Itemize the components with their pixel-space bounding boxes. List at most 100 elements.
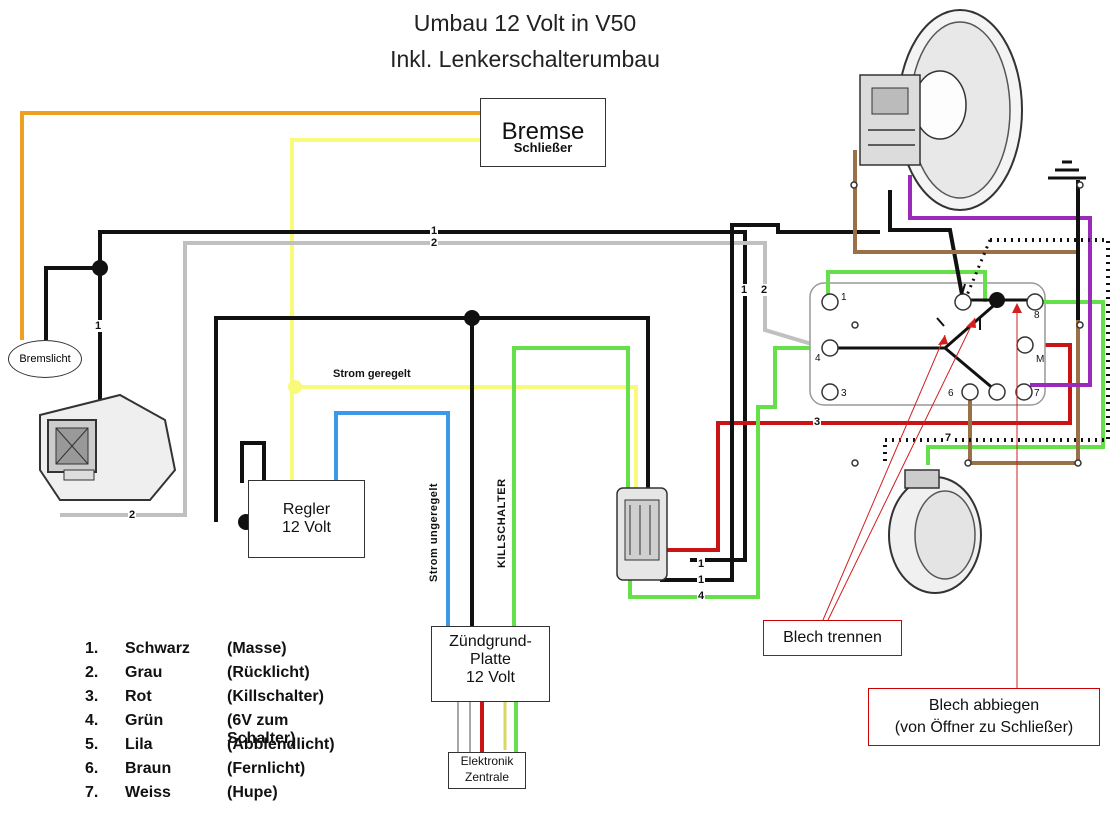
- terminal-3: [821, 383, 839, 401]
- legend-color: Grün: [125, 712, 164, 729]
- yellow-junction: [288, 380, 302, 394]
- elektronik-zentrale-box: Elektronik Zentrale: [448, 752, 526, 789]
- switch-arm-b: [944, 346, 996, 392]
- connector-illustration: [616, 487, 668, 581]
- killschalter-label: KILLSCHALTER: [496, 478, 508, 568]
- regler-box: Regler 12 Volt: [248, 480, 365, 558]
- orange-wire: [20, 111, 480, 340]
- blech-abbiegen-line1: Blech abbiegen: [928, 697, 1040, 714]
- terminal-8: [1026, 293, 1044, 311]
- diagram-title: Umbau 12 Volt in V50: [413, 10, 637, 36]
- wire-number-1-right: 1: [740, 284, 749, 296]
- legend-function: (Rücklicht): [227, 664, 310, 681]
- terminal-1: [821, 293, 839, 311]
- legend-color: Rot: [125, 688, 152, 705]
- red-arrow-trennen-2: [827, 317, 976, 621]
- legend-num: 7.: [85, 784, 99, 801]
- switch-terminal-8-label: 8: [1034, 310, 1040, 321]
- black-junction-1: [92, 260, 108, 276]
- terminal-small-b: [1076, 321, 1084, 329]
- blech-abbiegen-line2: (von Öffner zu Schließer): [894, 719, 1074, 736]
- elektronik-line2: Zentrale: [464, 770, 510, 784]
- zuend-line3: 12 Volt: [466, 669, 515, 686]
- legend-function: (Hupe): [227, 784, 278, 801]
- legend-function: (Killschalter): [227, 688, 324, 705]
- black-junction-2: [464, 310, 480, 326]
- legend-function: (Masse): [227, 640, 287, 657]
- wire-number-7: 7: [944, 432, 953, 444]
- bremse-label: Bremse: [501, 118, 585, 145]
- wire-number-1-left: 1: [94, 320, 103, 332]
- terminal-small-g: [1076, 181, 1084, 189]
- legend-color: Grau: [125, 664, 163, 681]
- white-wire-7-dotted: [883, 238, 1110, 465]
- yellow-wire-regulated: [292, 385, 638, 510]
- blech-trennen-callout: Blech trennen: [763, 620, 902, 656]
- bremse-box: Bremse Schließer: [480, 98, 606, 167]
- zuendgrundplatte-box: Zündgrund- Platte 12 Volt: [431, 626, 550, 702]
- black-wire-headlight: [888, 190, 965, 301]
- switch-terminal-3-label: 3: [841, 388, 847, 399]
- wire-number-2-right: 2: [760, 284, 769, 296]
- legend-num: 5.: [85, 736, 99, 753]
- legend-color: Lila: [125, 736, 153, 753]
- legend-function: (Abblendlicht): [227, 736, 335, 753]
- terminal-6: [961, 383, 979, 401]
- legend-color: Braun: [125, 760, 172, 777]
- contact-mark-2: [961, 283, 966, 295]
- legend-function: (6V zum Schalter): [227, 712, 296, 747]
- black-wire-1-branch: [44, 266, 100, 340]
- regler-line2: 12 Volt: [282, 519, 331, 536]
- black-wire-regler: [214, 316, 650, 522]
- black-wire-harness: [660, 223, 880, 582]
- blech-abbiegen-callout: Blech abbiegen (von Öffner zu Schließer): [868, 688, 1100, 746]
- terminal-small-a: [851, 321, 859, 329]
- strom-geregelt-label: Strom geregelt: [333, 368, 411, 380]
- terminal-6b: [988, 383, 1006, 401]
- rear-light-illustration: [39, 393, 177, 501]
- switch-terminal-m-label: M: [1036, 354, 1045, 365]
- switch-junction: [989, 292, 1005, 308]
- switch-terminal-7-label: 7: [1034, 388, 1040, 399]
- headlight-illustration: [859, 9, 1023, 211]
- terminal-4: [821, 339, 839, 357]
- switch-terminal-6-label: 6: [948, 388, 954, 399]
- contact-mark-1: [936, 317, 945, 327]
- green-wire-switch-loop: [826, 270, 987, 302]
- legend-color: Weiss: [125, 784, 171, 801]
- wire-number-3: 3: [813, 416, 822, 428]
- wire-number-1-lower-a: 1: [697, 574, 706, 586]
- green-wire-right: [926, 300, 1105, 465]
- brown-wire-6: [853, 150, 1080, 463]
- blue-wire: [334, 411, 450, 626]
- terminal-small-d: [964, 459, 972, 467]
- red-arrowhead-2: [966, 318, 976, 328]
- bremse-sub-label: Schließer: [513, 140, 573, 155]
- purple-wire-5: [908, 175, 1092, 387]
- terminal-m: [1016, 336, 1034, 354]
- wire-number-1-top: 1: [430, 225, 439, 237]
- terminal-top-mid: [954, 293, 972, 311]
- red-wire-3: [666, 343, 1072, 552]
- green-wire-kill: [512, 346, 630, 626]
- legend-num: 6.: [85, 760, 99, 777]
- legend-num: 4.: [85, 712, 99, 729]
- green-wire-4: [628, 346, 820, 599]
- zuend-line2: Platte: [470, 651, 511, 668]
- legend-function: (Fernlicht): [227, 760, 306, 777]
- regler-line1: Regler: [282, 501, 331, 518]
- switch-terminal-4-label: 4: [815, 353, 821, 364]
- red-arrow-trennen-1: [822, 334, 946, 621]
- terminal-small-c: [851, 459, 859, 467]
- terminal-small-e: [1074, 459, 1082, 467]
- red-arrowhead-3: [1012, 303, 1022, 313]
- red-arrowhead-1: [938, 335, 948, 345]
- grey-wire-2: [60, 241, 816, 517]
- legend-num: 1.: [85, 640, 99, 657]
- switch-terminal-1-label: 1: [841, 292, 847, 303]
- wire-number-2-bottom: 2: [128, 509, 137, 521]
- legend-num: 2.: [85, 664, 99, 681]
- black-wire-regler-loop: [240, 441, 266, 483]
